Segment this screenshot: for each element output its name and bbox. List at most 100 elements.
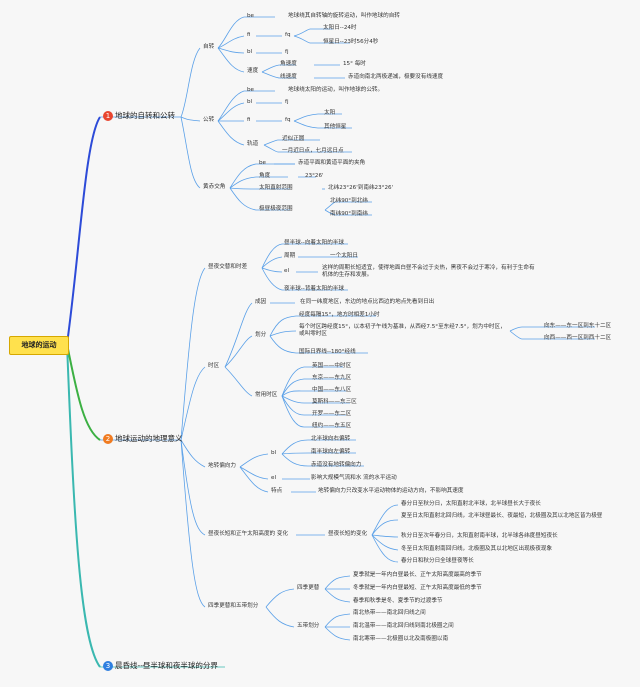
seasons-four-2: 冬季就是一年内白昼最短、正午太阳高度最低的季节: [353, 585, 482, 591]
seasons-four[interactable]: 四季更替: [297, 585, 320, 591]
branch-1-line: [66, 116, 101, 345]
coriolis-item-1: 北半球向右偏转: [311, 436, 351, 442]
rotation-bl: bl: [247, 49, 253, 55]
branch-1-label: 地球的自转和公转: [115, 111, 175, 120]
rotation-linear: 线速度: [280, 74, 297, 80]
obliquity-polar: 极昼极夜范围: [259, 206, 293, 212]
daynight-period-val: 一个太阳日: [330, 253, 358, 259]
revolution-bl-val: fj: [285, 99, 289, 105]
branch-3-line: [66, 343, 101, 668]
obliquity-node[interactable]: 黄赤交角: [203, 184, 226, 190]
branch-3-number: 3: [103, 661, 113, 671]
rotation-node[interactable]: 自转: [203, 44, 215, 50]
timezone-dateline: 国际日界线--180°经线: [299, 349, 356, 355]
daynight-night: 夜半球--背着太阳的半球: [284, 286, 344, 292]
seasons-four-1: 夏季就是一年内白昼最长、正午太阳高度最高的季节: [353, 572, 482, 578]
daylen-node[interactable]: 昼夜长短和正午太阳高度的 变化: [208, 531, 289, 537]
timezone-zone-5: 开罗——东二区: [312, 411, 352, 417]
obliquity-polar-2: 南纬90°到南纬: [330, 211, 368, 217]
rotation-def: 地球绕其自转轴的旋转运动，叫作地球的自转: [288, 13, 400, 19]
timezone-divide[interactable]: 划分: [255, 332, 267, 338]
rotation-angular-val: 15° 每时: [343, 61, 366, 67]
timezone-common[interactable]: 常用时区: [255, 392, 278, 398]
revolution-fq-1: 太阳: [324, 110, 336, 116]
coriolis-el-text: 影响大规模气流和水 流的水平运动: [311, 475, 397, 481]
rotation-linear-val: 赤道向南北两极递减，极要没有线速度: [348, 74, 444, 80]
seasons-four-3: 春季和秋季是冬、夏季节的过渡季节: [353, 598, 443, 604]
seasons-five-3: 南北寒带——北极圈以北及南极圈以南: [353, 636, 449, 642]
obliquity-polar-1: 北纬90°到北纬: [330, 198, 368, 204]
obliquity-tropics: 太阳直射范围: [259, 185, 293, 191]
seasons-five-1: 南北热带——南北回归线之间: [353, 610, 426, 616]
coriolis-feature-text: 地转偏向力只改变水平运动物体的运动方向，不影响其速度: [318, 488, 464, 494]
daylen-item-2: 夏至日太阳直射北回归线，北半球昼最长、夜最短，北极圈及其以北地区皆为极昼: [401, 513, 603, 519]
daylen-item-5: 春分日和秋分日全球昼夜等长: [401, 558, 474, 564]
daynight-period: 周期: [284, 253, 296, 259]
root-node[interactable]: 地球的运动: [9, 336, 69, 355]
timezone-zone-2: 东京——东九区: [312, 375, 352, 381]
revolution-fq: fq: [285, 117, 291, 123]
rotation-angular: 角速度: [280, 61, 297, 67]
rotation-fq: fq: [285, 32, 291, 38]
coriolis-feature: 特点: [271, 488, 283, 494]
rotation-fq-1: 太阳日--24时: [323, 25, 357, 31]
revolution-def: 地球绕太阳的运动，叫作地球的公转。: [288, 87, 384, 93]
seasons-node[interactable]: 四季更替和五带划分: [208, 603, 259, 609]
revolution-be: be: [247, 87, 254, 93]
coriolis-node[interactable]: 地转偏向力: [208, 463, 236, 469]
rotation-speed[interactable]: 速度: [247, 68, 259, 74]
daynight-node[interactable]: 昼夜交替和时差: [208, 264, 248, 270]
main-branch-lines: [66, 116, 101, 668]
timezone-node[interactable]: 时区: [208, 363, 220, 369]
timezone-zone-6: 纽约——东五区: [312, 423, 352, 429]
timezone-local-val: 在同一纬度地区，东边的地点比西边的地点先看到日出: [300, 299, 435, 305]
obliquity-angle: 角度: [259, 173, 271, 179]
leaf-lines: [100, 16, 595, 668]
branch-3-label: 晨昏线--昼半球和夜半球的分界: [115, 661, 218, 670]
timezone-zone-4: 莫斯科——东三区: [312, 399, 357, 405]
branch-2-number: 2: [103, 434, 113, 444]
daynight-el-text: 这样的周期长短适宜，使得地面白昼不会过于炎热，黑夜不会过于寒冷，有利于生命有机体…: [322, 265, 535, 278]
daynight-day: 昼半球--向着太阳的半球: [284, 240, 344, 246]
coriolis-item-3: 赤道没有地转偏向力: [311, 462, 362, 468]
daylen-item-1: 春分日至秋分日，太阳直射北半球，北半球昼长大于夜长: [401, 501, 541, 507]
revolution-fq-2: 其他恒星: [324, 124, 347, 130]
coriolis-item-2: 南半球向左偏转: [311, 449, 351, 455]
obliquity-angle-val: 23°26': [305, 173, 324, 179]
timezone-local: 成因: [255, 299, 267, 305]
obliquity-tropics-val: 北纬23°26'到南纬23°26': [328, 185, 394, 191]
coriolis-bl: bl: [271, 450, 277, 456]
coriolis-el: el: [271, 475, 276, 481]
branch-2-label: 地球运动的地理意义: [115, 434, 183, 443]
seasons-five-2: 南北温带——南北回归线到南北极圈之间: [353, 623, 454, 629]
revolution-node[interactable]: 公转: [203, 117, 215, 123]
timezone-d1: 经度每隔15°，地方时相差1小时: [299, 312, 380, 318]
timezone-d2: 每个时区跨经度15°，以本初子午线为基准，从西经7.5°至东经7.5°，划为中时…: [299, 324, 506, 337]
obliquity-be: be: [259, 160, 266, 166]
daylen-item-3: 秋分日至次年春分日，太阳直射南半球，北半球各纬度昼短夜长: [401, 533, 558, 539]
rotation-fq-2: 恒星日--23时56分4秒: [323, 39, 379, 45]
rotation-be: be: [247, 13, 254, 19]
revolution-bl: bl: [247, 99, 253, 105]
revolution-orbit-2: 一月近日点，七月远日点: [282, 148, 344, 154]
timezone-zone-1: 英国——中时区: [312, 363, 352, 369]
timezone-east: 向东——东一区到东十二区: [544, 323, 612, 329]
revolution-orbit[interactable]: 轨道: [247, 141, 259, 147]
obliquity-def: 赤道平面和黄道平面的夹角: [298, 160, 366, 166]
timezone-west: 向西——西一区到西十二区: [544, 335, 612, 341]
rotation-bl-val: fj: [285, 49, 289, 55]
revolution-fi: fi: [247, 117, 251, 123]
daynight-el: el: [284, 268, 289, 274]
branch-2-line: [66, 343, 101, 441]
timezone-zone-3: 中国——东八区: [312, 387, 352, 393]
revolution-orbit-1: 近似正圆: [282, 136, 305, 142]
daylen-sub[interactable]: 昼夜长短的变化: [328, 531, 368, 537]
seasons-five[interactable]: 五带划分: [297, 623, 320, 629]
rotation-fi: fi: [247, 32, 251, 38]
branch-1-number: 1: [103, 111, 113, 121]
daylen-item-4: 冬至日太阳直射南回归线，北极圈及其以北地区出现极夜现象: [401, 546, 553, 552]
